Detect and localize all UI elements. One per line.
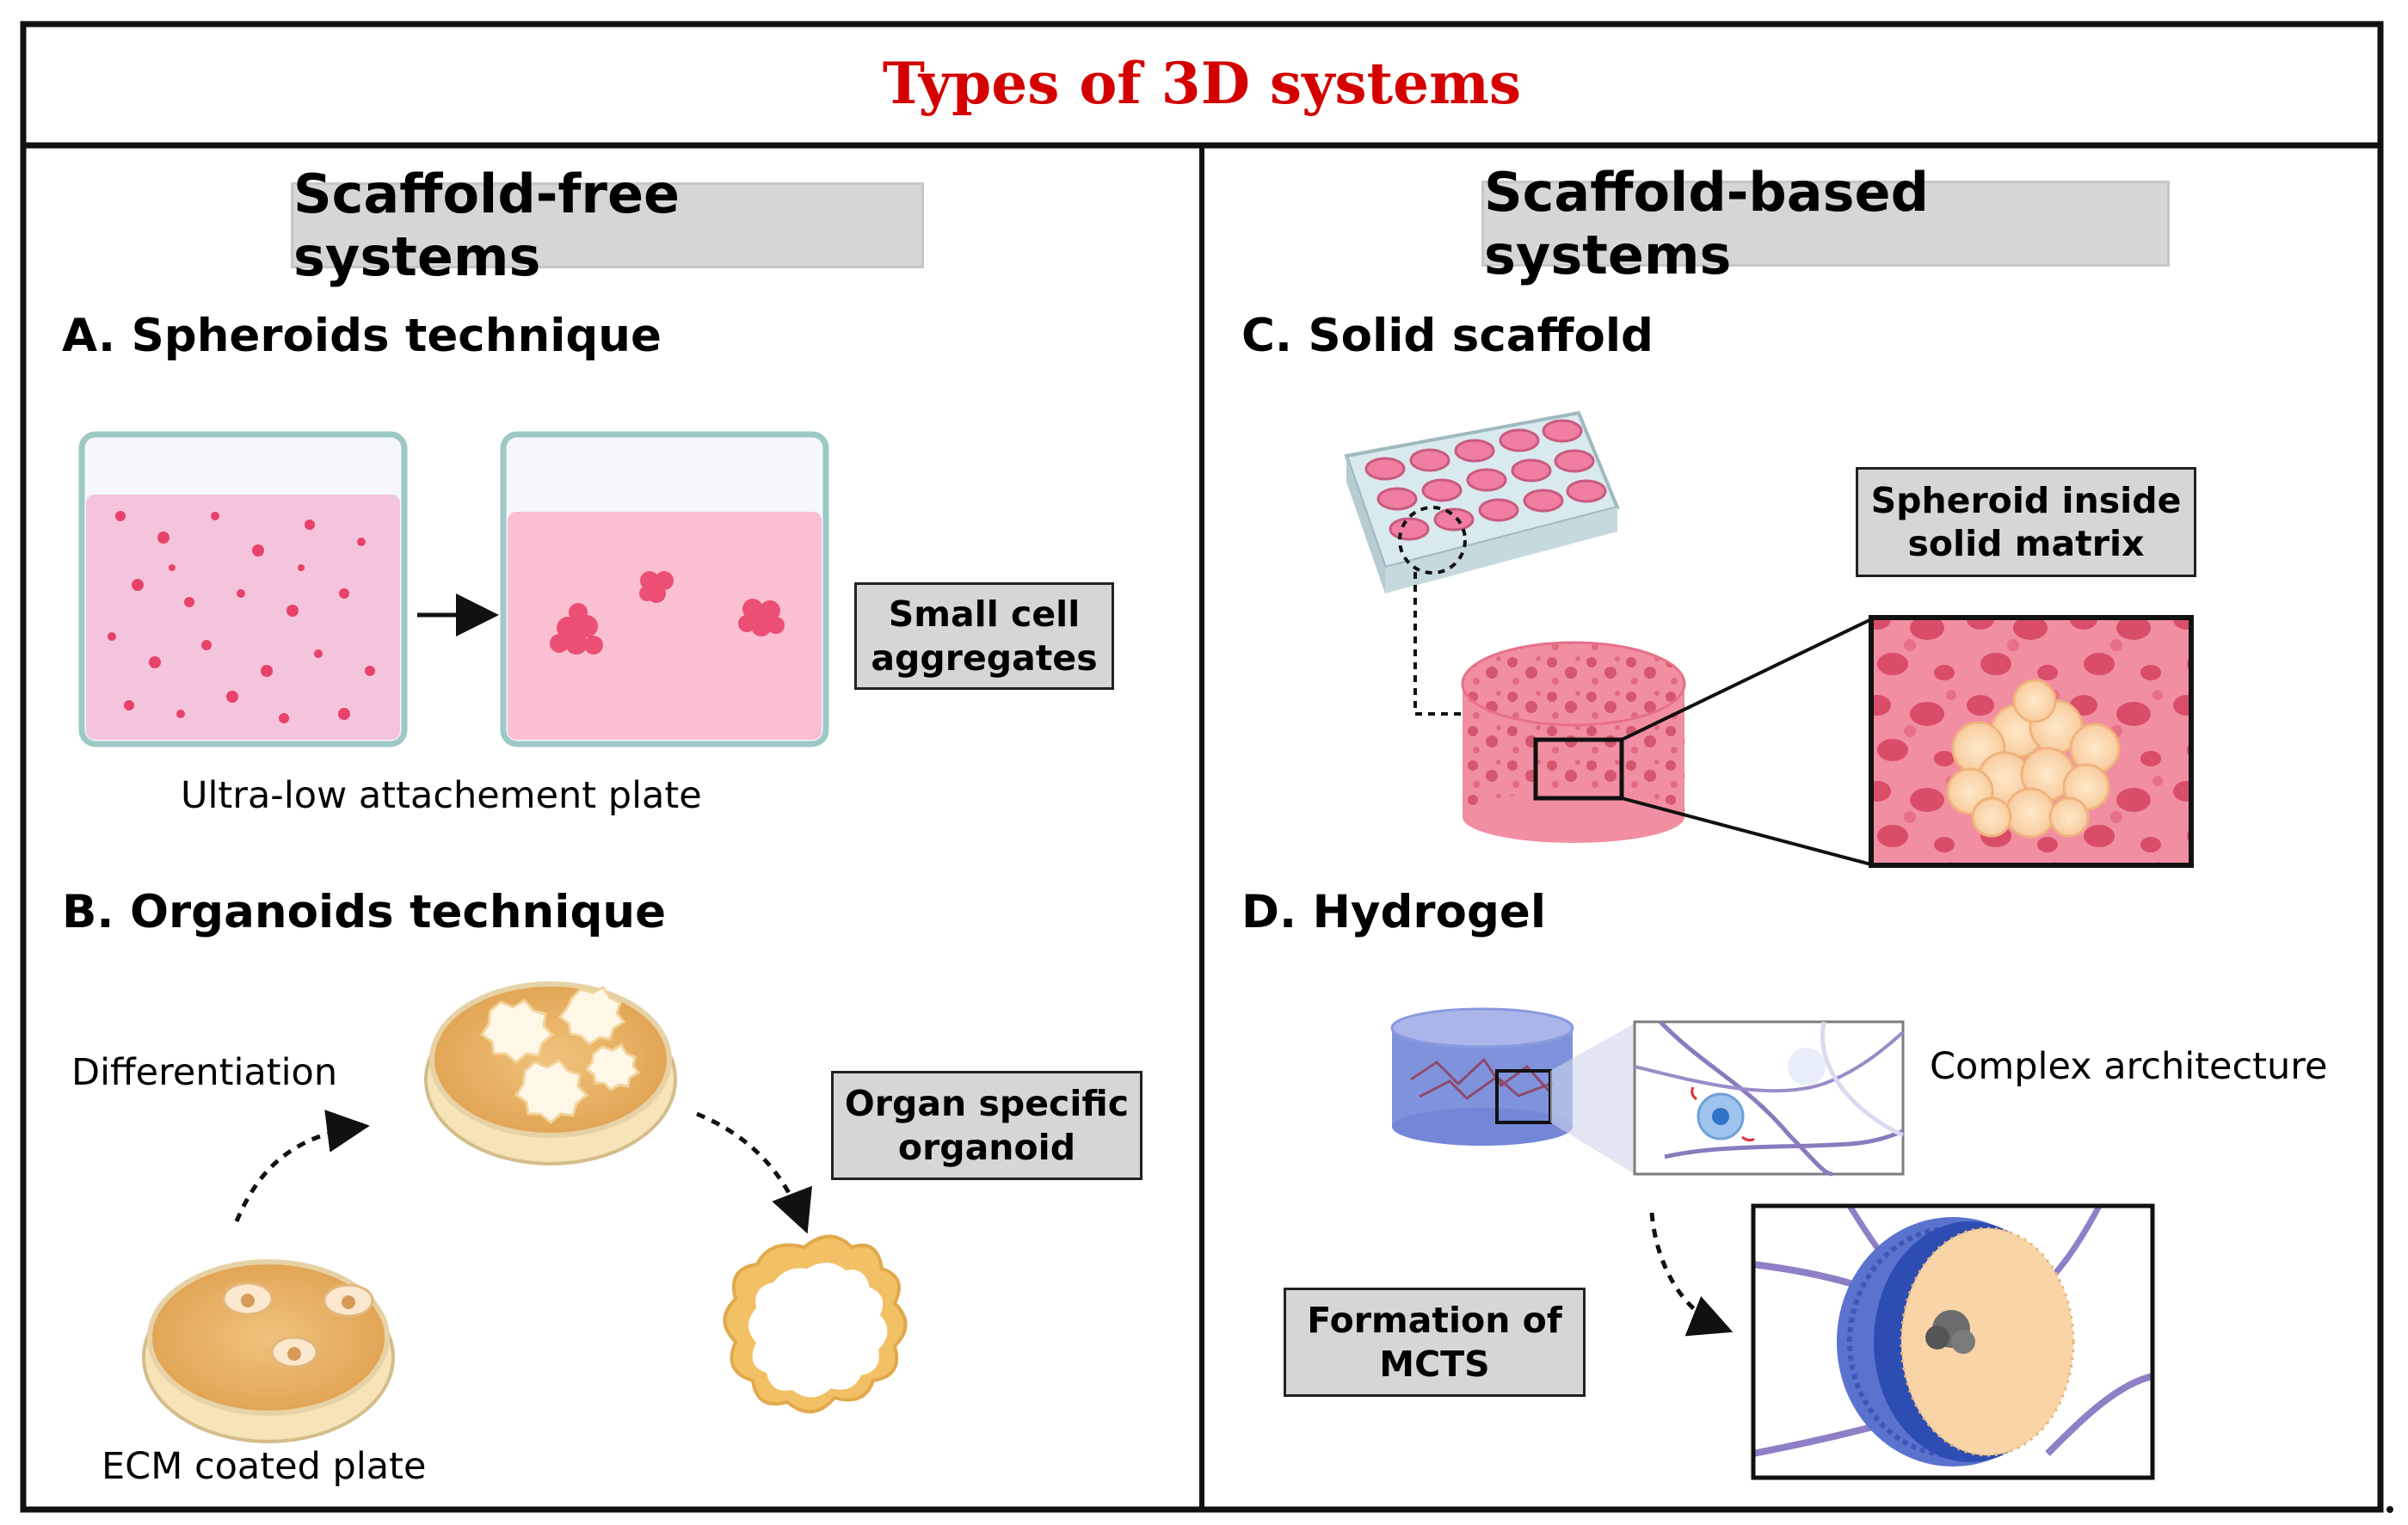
zoom-line-bottom — [1621, 796, 1872, 866]
label-complex-architecture: Complex architecture — [1930, 1045, 2328, 1088]
box-small-cell-aggregates: Small cell aggregates — [854, 582, 1114, 690]
figure-title: Types of 3D systems — [882, 50, 1522, 117]
label-differentiation: Differentiation — [71, 1051, 338, 1094]
section-a-title: A. Spheroids technique — [62, 310, 662, 362]
zoom-line-top — [1621, 618, 1872, 741]
caption-ultra-low-plate: Ultra-low attachement plate — [181, 774, 702, 817]
stray-dot — [2386, 1506, 2393, 1513]
well-plate — [1344, 410, 1620, 593]
section-c-title: C. Solid scaffold — [1241, 310, 1654, 362]
mcts-arrow — [1649, 1212, 1734, 1337]
scaffold-link-line — [1413, 572, 1463, 716]
caption-ecm-plate: ECM coated plate — [102, 1445, 427, 1488]
mcts-inset — [1751, 1203, 2155, 1480]
organoid-arrow — [696, 1111, 812, 1234]
hydrogel-zoom-cone — [1550, 1024, 1635, 1174]
box-spheroid-inside-matrix: Spheroid inside solid matrix — [1856, 467, 2196, 577]
petri-dish-ecm — [142, 1259, 395, 1443]
box-formation-of-mcts: Formation of MCTS — [1284, 1288, 1586, 1397]
hydrogel-zoom-inset — [1633, 1020, 1905, 1177]
porous-scaffold-cylinder — [1461, 641, 1686, 843]
hydrogel-cylinder — [1390, 1007, 1574, 1146]
culture-well-aggregates — [500, 431, 829, 747]
petri-dish-organoids — [424, 981, 677, 1165]
scaffold-free-header: Scaffold-free systems — [291, 163, 924, 288]
organoid — [723, 1234, 908, 1414]
culture-well-single-cells — [78, 431, 408, 747]
section-d-title: D. Hydrogel — [1241, 886, 1547, 938]
section-b-title: B. Organoids technique — [62, 886, 667, 938]
scaffold-zoom-inset — [1869, 615, 2194, 868]
differentiation-arrow — [234, 1110, 370, 1222]
scaffold-based-header: Scaffold-based systems — [1481, 161, 2170, 286]
box-organ-specific-organoid: Organ specific organoid — [831, 1071, 1142, 1180]
